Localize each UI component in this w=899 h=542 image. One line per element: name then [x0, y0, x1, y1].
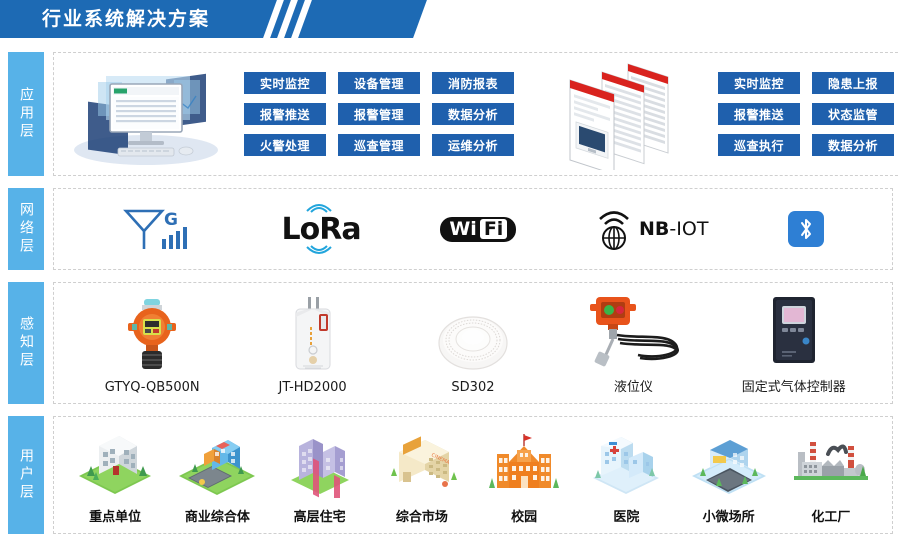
button-status-supervision[interactable]: 状态监管: [812, 103, 894, 125]
network-item-nbiot: NB-IOT: [596, 201, 708, 257]
application-button-grid-mobile: 实时监控 隐患上报 报警推送 状态监管 巡查执行 数据分析: [718, 72, 894, 156]
user-label: 综合市场: [395, 510, 448, 525]
commercial-complex-icon: [174, 432, 260, 498]
desktop-monitor-dashboard-illustration: [62, 58, 230, 170]
layer-tag-user: 用户层: [8, 416, 44, 534]
sensing-label: JT-HD2000: [278, 380, 347, 395]
user-scene-key-unit: 重点单位: [66, 425, 164, 525]
nb-iot-label-bold: NB: [639, 218, 670, 240]
user-label: 化工厂: [811, 510, 851, 525]
button-ops-analysis[interactable]: 运维分析: [432, 134, 514, 156]
wifi-label-fi: Fi: [479, 218, 508, 239]
gas-detector-orange-icon: [120, 295, 184, 373]
nb-iot-wordmark: NB-IOT: [639, 218, 708, 240]
svg-text:G: G: [164, 210, 178, 230]
layer-tag-application: 应用层: [8, 52, 44, 176]
nb-iot-globe-icon: [599, 211, 629, 250]
wifi-label-wi: Wi: [449, 217, 477, 240]
button-fire-handling[interactable]: 火警处理: [244, 134, 326, 156]
nb-iot-label-thin: -IOT: [669, 218, 709, 240]
button-alarm-management[interactable]: 报警管理: [338, 103, 420, 125]
layer-panel-sensing: GTYQ-QB500N: [53, 282, 893, 404]
smoke-detector-round-icon: [435, 295, 511, 373]
sensing-device-gtyq-qb500n: GTYQ-QB500N: [77, 289, 227, 395]
layer-tag-sensing: 感知层: [8, 282, 44, 404]
user-scene-chemical-plant: 化工厂: [782, 425, 880, 525]
user-scene-commercial-complex: 商业综合体: [168, 425, 266, 525]
page-header-banner: 行业系统解决方案: [0, 0, 441, 38]
button-data-analysis[interactable]: 数据分析: [432, 103, 514, 125]
layer-tag-network: 网络层: [8, 188, 44, 270]
mobile-app-screens-illustration: [554, 58, 704, 175]
lora-wordmark: LoRa: [281, 211, 362, 247]
sensing-device-liquid-level: 液位仪: [558, 289, 708, 395]
sensing-device-gas-controller: 固定式气体控制器: [719, 289, 869, 395]
banner-slashes-decoration: [263, 0, 330, 38]
lora-wave-top-icon: [305, 203, 332, 213]
school-campus-icon: [481, 432, 567, 498]
gas-alarm-white-wall-icon: [283, 295, 343, 373]
sensing-device-sd302: SD302: [398, 289, 548, 395]
sensing-device-jt-hd2000: JT-HD2000: [238, 289, 388, 395]
gas-controller-panel-icon: [763, 291, 825, 369]
button-realtime-monitoring-mobile[interactable]: 实时监控: [718, 72, 800, 94]
page-title: 行业系统解决方案: [42, 8, 211, 30]
bluetooth-icon: [788, 211, 825, 247]
user-label: 高层住宅: [293, 510, 346, 525]
sensing-label: GTYQ-QB500N: [104, 380, 200, 395]
layer-panel-network: G: [53, 188, 893, 270]
layer-panel-application: 实时监控 设备管理 消防报表 报警推送 报警管理 数据分析 火警处理 巡查管理 …: [53, 52, 899, 176]
button-inspection-execution[interactable]: 巡查执行: [718, 134, 800, 156]
user-label: 校园: [511, 510, 538, 525]
layer-sensing: 感知层: [8, 282, 893, 404]
user-scene-small-venue: 小微场所: [680, 425, 778, 525]
cellular-4g-antenna-icon: G: [122, 209, 187, 249]
chemical-plant-icon: [788, 432, 874, 498]
network-item-cellular: G: [122, 201, 198, 257]
user-scene-campus: 校园: [475, 425, 573, 525]
lora-wave-bottom-icon: [305, 244, 332, 254]
network-item-bluetooth: [788, 201, 825, 257]
comprehensive-market-icon: CINEMA: [379, 432, 465, 498]
button-data-analysis-mobile[interactable]: 数据分析: [812, 134, 894, 156]
button-hazard-report[interactable]: 隐患上报: [812, 72, 894, 94]
application-button-grid-platform: 实时监控 设备管理 消防报表 报警推送 报警管理 数据分析 火警处理 巡查管理 …: [244, 72, 514, 156]
button-alarm-push-mobile[interactable]: 报警推送: [718, 103, 800, 125]
user-label: 医院: [613, 510, 640, 525]
network-item-lora: LoRa: [278, 201, 362, 257]
layer-panel-user: 重点单位: [53, 416, 893, 534]
high-rise-residential-icon: [277, 432, 363, 498]
user-label: 重点单位: [89, 510, 142, 525]
user-label: 商业综合体: [184, 510, 250, 525]
button-alarm-push[interactable]: 报警推送: [244, 103, 326, 125]
button-device-management[interactable]: 设备管理: [338, 72, 420, 94]
sensing-label: SD302: [451, 380, 495, 395]
layer-user: 用户层: [8, 416, 893, 534]
layer-application: 应用层: [8, 52, 899, 176]
sensing-label: 固定式气体控制器: [741, 380, 846, 395]
layer-network: 网络层 G: [8, 188, 893, 270]
button-fire-report[interactable]: 消防报表: [432, 72, 514, 94]
key-unit-building-icon: [73, 432, 157, 498]
sensing-label: 液位仪: [613, 380, 653, 395]
small-micro-venue-icon: [686, 432, 772, 498]
user-scene-market: CINEMA 综合市场: [373, 425, 471, 525]
user-scene-high-rise: 高层住宅: [271, 425, 369, 525]
user-scene-hospital: 医院: [577, 425, 675, 525]
liquid-level-probe-icon: [578, 291, 688, 369]
button-inspection-management[interactable]: 巡查管理: [338, 134, 420, 156]
button-realtime-monitoring[interactable]: 实时监控: [244, 72, 326, 94]
hospital-icon: [583, 432, 669, 498]
user-label: 小微场所: [702, 510, 755, 525]
